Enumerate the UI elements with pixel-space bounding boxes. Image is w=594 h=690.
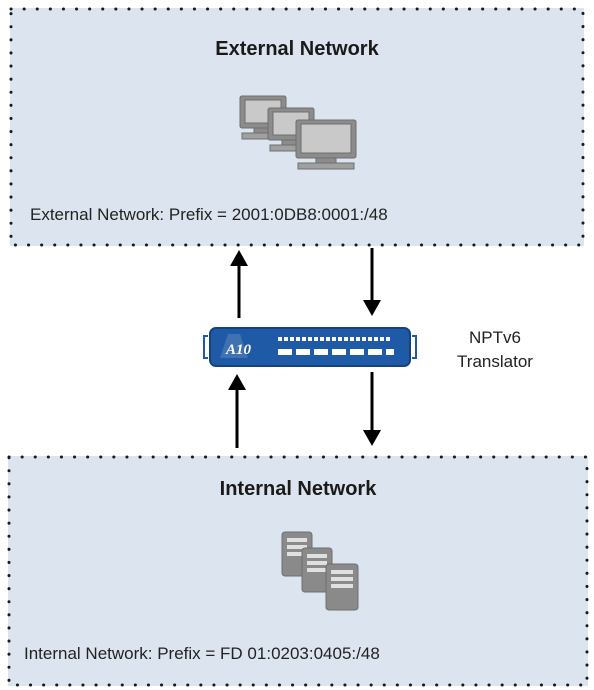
server-front	[325, 563, 359, 611]
arrowhead-down-translator	[363, 300, 381, 316]
router-icon	[203, 327, 417, 367]
arrowhead-down-internal	[363, 430, 381, 446]
nptv6-translator-device: A10	[200, 324, 420, 375]
internal-network-title: Internal Network	[219, 478, 377, 500]
internal-network-prefix: Internal Network: Prefix = FD 01:0203:04…	[24, 644, 380, 663]
translator-label-line1: NPTv6	[469, 328, 521, 347]
external-network-zone: External Network External Networ	[9, 7, 585, 247]
external-network-prefix: External Network: Prefix = 2001:0DB8:000…	[30, 205, 388, 224]
arrowhead-up-translator	[228, 374, 246, 390]
monitor-front	[295, 119, 357, 170]
arrowhead-up-external	[230, 250, 248, 266]
servers-icon	[278, 530, 368, 619]
internal-network-zone: Internal Network Internal Networ	[7, 455, 589, 687]
computers-icon	[238, 94, 362, 175]
external-network-title: External Network	[215, 38, 379, 60]
internal-zone-border	[7, 455, 589, 687]
device-brand-logo: A10	[225, 342, 252, 358]
server-middle	[301, 547, 333, 593]
translator-label-line2: Translator	[457, 352, 533, 371]
translator-label: NPTv6 Translator	[440, 326, 550, 374]
